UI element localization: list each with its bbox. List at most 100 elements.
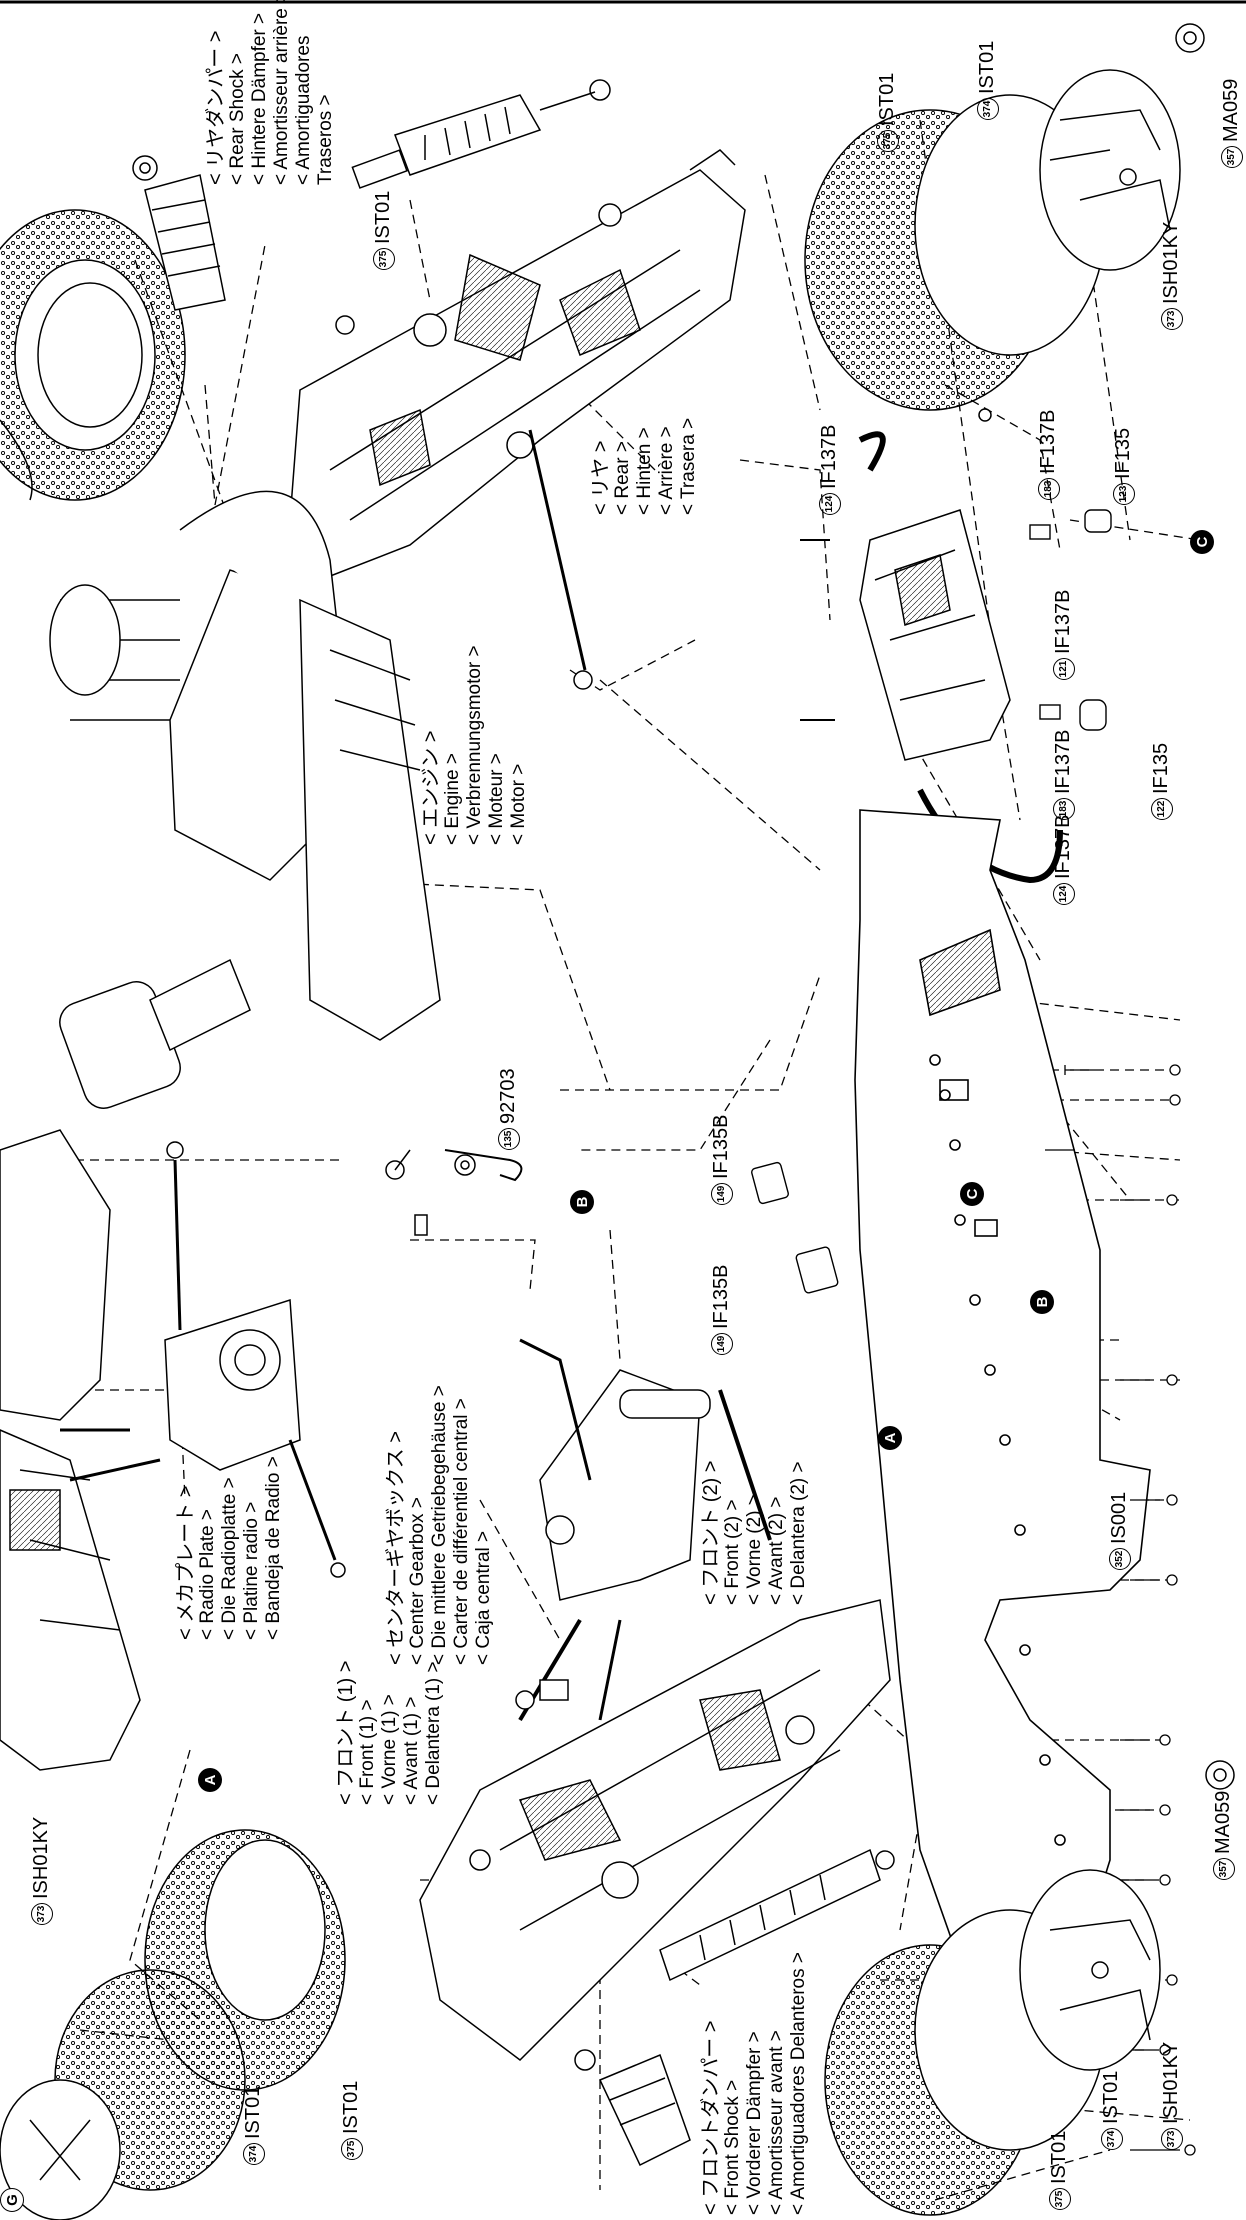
front-shock-boot <box>574 2049 691 2167</box>
callout-line: < フロント (2) > <box>700 1460 722 1605</box>
marker-a-radio-plate: A <box>198 1768 222 1792</box>
center-gearbox <box>164 1141 346 1578</box>
part-number-circle: 183 <box>1037 478 1060 500</box>
callout-radio-plate: < メカプレート > < Radio Plate > < Die Radiopl… <box>175 1456 285 1640</box>
callout-line: < Amortisseur arrière > <box>271 0 292 185</box>
front-suspension-assembly <box>419 1599 891 2061</box>
callout-line: < Trasera > <box>678 417 699 515</box>
front-shock-coil <box>659 1848 895 1982</box>
callout-front-shock: < フロントダンパー > < Front Shock > < Vorderer … <box>700 1952 810 2215</box>
part-number-circle: 352 <box>1108 1548 1131 1570</box>
part-code: MA059 <box>1220 78 1242 142</box>
part-label-135: 135 92703 <box>497 1068 520 1150</box>
part-code: IF135B <box>710 1264 732 1329</box>
part-number-circle: 374 <box>242 2143 265 2165</box>
callout-line: < フロントダンパー > <box>700 2020 722 2215</box>
callout-line: < Rear > <box>612 441 633 515</box>
callout-line: < Amortisseur avant > <box>766 2030 787 2215</box>
callout-line: < Amortiguadores Delanteros > <box>788 1952 809 2215</box>
callout-line: < Radio Plate > <box>197 1509 218 1640</box>
part-label-124-a: 124 IF137B <box>818 425 841 515</box>
callout-center-gearbox: < センターギヤボックス > < Center Gearbox > < Die … <box>385 1385 495 1665</box>
part-code: IST01 <box>976 40 998 94</box>
part-code: IST01 <box>876 72 898 126</box>
part-number-circle: 375 <box>876 130 899 152</box>
part-code: ISH01KY <box>1160 2041 1182 2124</box>
engine <box>49 490 476 1236</box>
marker-c-fuel: C <box>1190 530 1214 554</box>
callout-line: < Front (1) > <box>357 1699 378 1805</box>
part-number-circle: 375 <box>372 248 395 270</box>
part-code: 92703 <box>497 1068 519 1124</box>
callout-line: < Caja central > <box>473 1530 494 1665</box>
part-number-circle: 374 <box>1100 2128 1123 2150</box>
part-number-circle: 373 <box>1160 2128 1183 2150</box>
part-code: IF135 <box>1112 427 1134 479</box>
part-label-352: 352 IS001 <box>1108 1492 1131 1570</box>
part-label-373-front-right: 373 ISH01KY <box>1160 2042 1183 2150</box>
callout-line: < Delantera (1) > <box>423 1661 444 1805</box>
part-number-circle: 373 <box>30 1903 53 1925</box>
tire-rear-right <box>804 23 1205 411</box>
callout-line: < Platine radio > <box>241 1501 262 1640</box>
callout-line: < Front Shock > <box>722 2079 743 2215</box>
part-code: IF137B <box>1052 589 1074 654</box>
part-code: IS001 <box>1108 1491 1130 1544</box>
callout-engine: < エンジン > < Engine > < Verbrennungsmotor … <box>420 645 530 845</box>
marker-b-engine: B <box>570 1190 594 1214</box>
callout-line: < Amortiguadores <box>293 35 314 185</box>
callout-line: < Hintere Dämpfer > <box>249 12 270 185</box>
part-label-375-rear-right: 375 IST01 <box>876 73 899 152</box>
part-number-circle: 123 <box>1112 483 1135 505</box>
part-code: IF137B <box>1052 814 1074 879</box>
part-label-373-front-left: 373 ISH01KY <box>30 1817 53 1925</box>
main-chassis-plate <box>854 809 1151 2031</box>
part-number-circle: 149 <box>710 1183 733 1205</box>
callout-line: < Moteur > <box>486 753 507 845</box>
part-code: IF137B <box>818 424 840 489</box>
engine-mount-blocks <box>751 1161 839 1294</box>
part-code: MA059 <box>1212 1790 1234 1854</box>
tire-front-right <box>824 1760 1235 2216</box>
part-label-374-front-right: 374 IST01 <box>1100 2071 1123 2150</box>
part-code: IST01 <box>340 2080 362 2134</box>
part-code: ISH01KY <box>30 1816 52 1899</box>
part-label-123: 123 IF135 <box>1112 428 1135 505</box>
part-number-circle: 373 <box>1160 308 1183 330</box>
part-number-circle: 122 <box>1150 798 1173 820</box>
part-number-circle: 124 <box>1052 883 1075 905</box>
part-number-circle: 357 <box>1220 146 1243 168</box>
part-number-circle: 149 <box>710 1333 733 1355</box>
callout-line: < Delantera (2) > <box>788 1461 809 1605</box>
callout-front-1: < フロント (1) > < Front (1) > < Vorne (1) >… <box>335 1661 445 1805</box>
callout-line: < リヤダンパー > <box>205 30 227 185</box>
callout-line: < Front (2) > <box>722 1499 743 1605</box>
fuel-tank <box>858 408 1063 884</box>
callout-line: < エンジン > <box>420 730 442 845</box>
part-code: IST01 <box>372 190 394 244</box>
part-code: ISH01KY <box>1160 221 1182 304</box>
radio-plate <box>0 1129 161 1771</box>
part-number-circle: 135 <box>497 1128 520 1150</box>
callout-line: < Die Radioplatte > <box>219 1477 240 1640</box>
tire-front-left <box>0 1829 346 2220</box>
front-steering-assembly <box>515 1338 772 1722</box>
part-number-circle: 124 <box>818 493 841 515</box>
marker-c-chassis: C <box>960 1182 984 1206</box>
callout-rear-shock: < リヤダンパー > < Rear Shock > < Hintere Dämp… <box>205 0 337 185</box>
rear-suspension-assembly <box>289 149 746 690</box>
part-code: IST01 <box>1100 2070 1122 2124</box>
callout-line: Traseros > <box>315 94 336 185</box>
callout-rear: < リヤ > < Rear > < Hinten > < Arrière > <… <box>590 418 700 515</box>
part-label-357-rear-right: 357 MA059 <box>1220 79 1243 168</box>
fuel-fittings <box>800 509 1112 731</box>
callout-line: < Center Gearbox > <box>407 1497 428 1665</box>
callout-line: < Vorne (2) > <box>744 1494 765 1605</box>
part-number-circle: 121 <box>1052 658 1075 680</box>
